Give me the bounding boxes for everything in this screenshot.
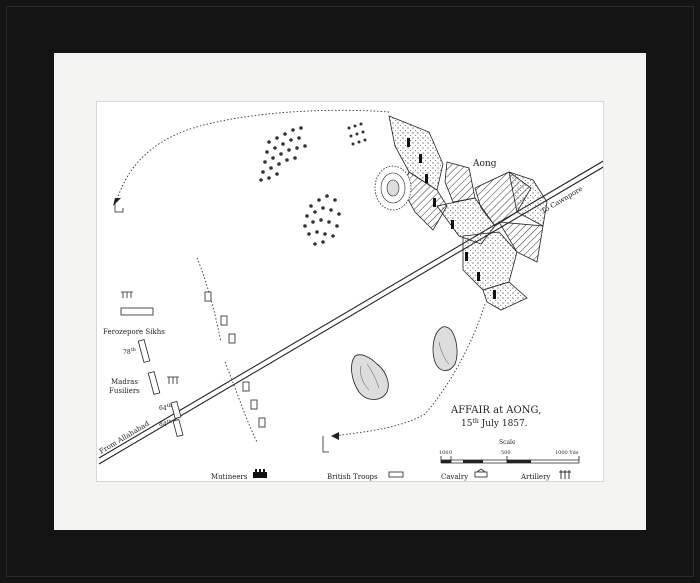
ferozepore-label: Ferozepore Sikhs <box>103 328 165 336</box>
scale-tick-100: 100 <box>439 450 449 456</box>
map-print: Aong To Cawnpore From Allahabad Ferozepo… <box>96 101 604 482</box>
legend-british: British Troops <box>327 473 378 481</box>
artillery-symbol <box>559 470 571 479</box>
aong-village <box>388 115 548 311</box>
regiment-78-label: 78th <box>123 347 137 356</box>
frame-inner-edge <box>6 6 694 577</box>
ponds <box>351 326 458 400</box>
unit-glyphs <box>114 200 329 453</box>
regiment-64-label: 64th <box>159 403 173 412</box>
mutineer-positions <box>407 138 496 299</box>
scale-label: Scale <box>499 439 516 446</box>
hill <box>374 165 412 211</box>
movement-routes <box>116 109 486 443</box>
town-label: Aong <box>472 159 497 169</box>
legend: Mutineers British Troops Cavalry Artille… <box>211 468 571 481</box>
madras-label-2: Fusiliers <box>109 387 140 395</box>
cavalry-symbol <box>474 468 488 478</box>
map-title: AFFAIR at AONG, <box>450 405 541 416</box>
scale-tick-500: 500 <box>501 450 511 456</box>
legend-mutineers: Mutineers <box>211 473 248 481</box>
madras-label-1: Madras <box>111 378 138 386</box>
battle-map: Aong To Cawnpore From Allahabad Ferozepo… <box>98 109 603 481</box>
regiment-84-label: 84th <box>159 419 173 428</box>
legend-artillery: Artillery <box>520 473 550 481</box>
legend-cavalry: Cavalry <box>441 473 468 481</box>
map-date: 15th July 1857. <box>461 418 528 429</box>
british-symbol <box>388 471 404 478</box>
scale-bar: Scale 100 0 500 1000 Yds <box>439 439 580 464</box>
scale-tick-0: 0 <box>449 450 452 456</box>
scale-tick-1000: 1000 Yds <box>555 450 579 456</box>
tree-groves <box>259 122 367 246</box>
mutineers-symbol <box>253 469 267 478</box>
british-positions <box>120 291 266 437</box>
